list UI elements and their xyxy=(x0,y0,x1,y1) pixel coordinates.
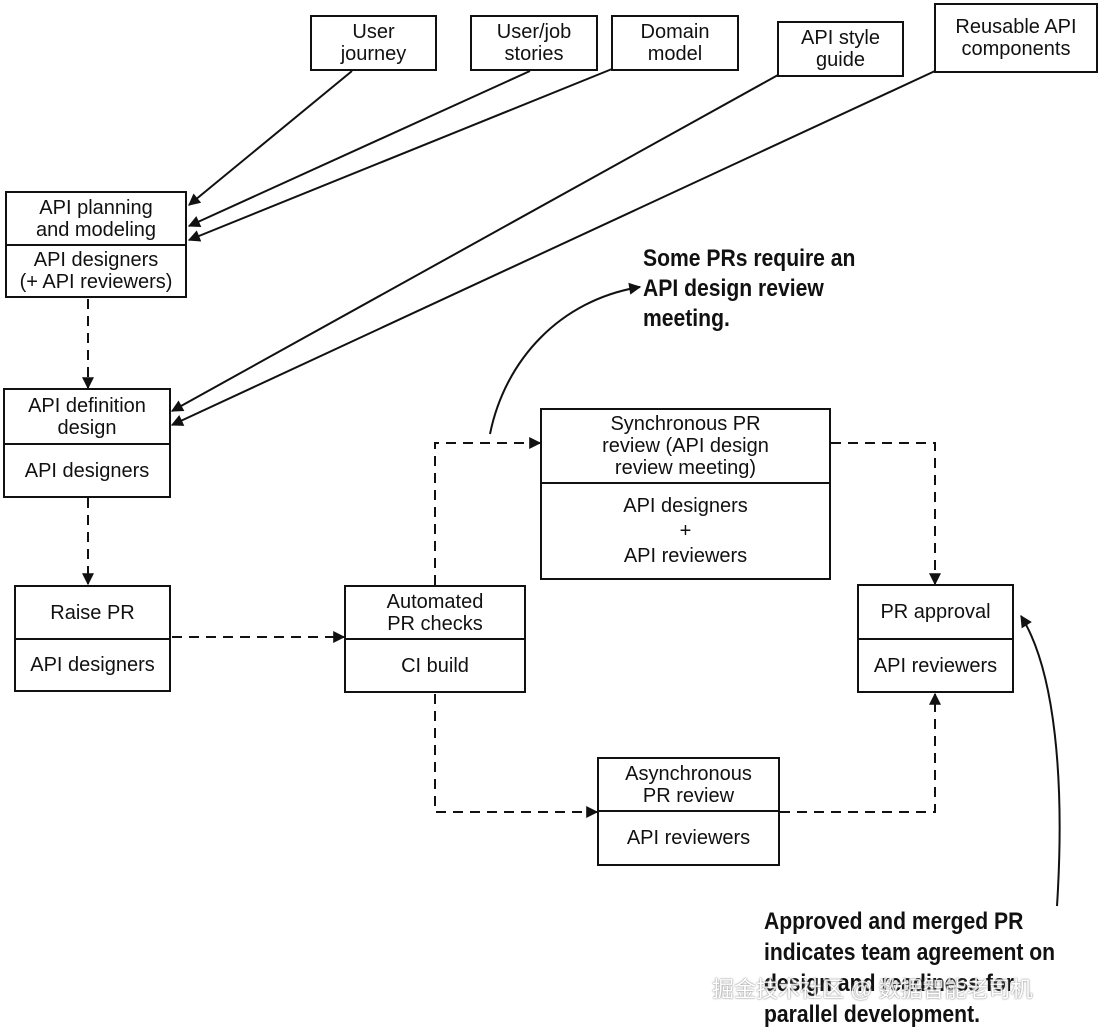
raise-pr-divider xyxy=(16,638,169,640)
watermark-text: 掘金技术社区 @ 数据智能老司机 xyxy=(712,977,1033,1002)
api-planning-divider xyxy=(7,244,185,246)
arrow-async-review-to-approval xyxy=(780,692,941,813)
reusable-api-components-label-line2: components xyxy=(961,38,1071,60)
raise-pr-role: API designers xyxy=(16,640,169,690)
automated-checks-role: CI build xyxy=(346,640,524,691)
async-review-title: Asynchronous PR review xyxy=(599,759,778,810)
callout-sync-note xyxy=(489,282,642,435)
api-definition-title-line1: API definition xyxy=(28,394,146,417)
sync-review-annotation-line3: meeting. xyxy=(643,305,730,332)
api-planning-role-line1: API designers xyxy=(33,249,159,271)
async-review-divider xyxy=(599,810,778,812)
user-job-stories-label-line2: stories xyxy=(504,43,564,65)
user-journey-label-line1: User xyxy=(352,21,395,43)
async-review-stage-box: Asynchronous PR review API reviewers xyxy=(597,757,780,866)
raise-pr-title: Raise PR xyxy=(16,587,169,638)
reusable-api-components-box: Reusable API components xyxy=(934,3,1098,73)
pr-approval-role: API reviewers xyxy=(859,640,1012,691)
pr-approval-divider xyxy=(859,638,1012,640)
async-review-title-line1: Asynchronous xyxy=(625,762,752,785)
sync-review-role: API designers + API reviewers xyxy=(542,484,829,578)
pr-approval-title: PR approval xyxy=(859,586,1012,638)
user-job-stories-label-line1: User/job xyxy=(496,21,572,43)
automated-checks-divider xyxy=(346,638,524,640)
raise-pr-role-line1: API designers xyxy=(30,654,155,676)
arrow-checks-to-sync-review xyxy=(434,437,542,585)
arrow-user-journey-to-planning xyxy=(188,70,353,206)
sync-review-divider xyxy=(542,482,829,484)
sync-review-stage-box: Synchronous PR review (API design review… xyxy=(540,408,831,580)
reusable-api-components-label-line1: Reusable API xyxy=(955,16,1077,38)
api-definition-role: API designers xyxy=(5,445,169,496)
user-journey-label-line2: journey xyxy=(340,43,407,65)
callout-approval-note xyxy=(1020,614,1061,907)
approval-annotation-line4: parallel development. xyxy=(764,1001,980,1028)
sync-review-role-line2: + xyxy=(679,519,692,542)
api-definition-title-line2: design xyxy=(57,416,117,439)
arrow-domain-model-to-planning xyxy=(187,68,613,242)
user-journey-box: User journey xyxy=(310,15,437,71)
approval-annotation-line1: Approved and merged PR xyxy=(764,908,1024,935)
api-style-guide-label-line2: guide xyxy=(816,49,865,71)
sync-review-role-line1: API designers xyxy=(623,494,748,517)
api-definition-divider xyxy=(5,443,169,445)
api-definition-stage-box: API definition design API designers xyxy=(3,388,171,498)
domain-model-label-line1: Domain xyxy=(640,21,710,43)
automated-checks-title-line1: Automated xyxy=(386,590,484,613)
sync-review-annotation-line1: Some PRs require an xyxy=(643,245,856,272)
api-planning-role-line2: (+ API reviewers) xyxy=(19,271,173,293)
sync-review-role-line3: API reviewers xyxy=(623,544,748,567)
sync-review-title-line3: review meeting) xyxy=(614,457,757,479)
api-planning-stage-box: API planning and modeling API designers … xyxy=(5,191,187,298)
sync-review-annotation-line2: API design review xyxy=(643,275,824,302)
pr-approval-role-line1: API reviewers xyxy=(873,654,998,677)
api-planning-title-line2: and modeling xyxy=(35,218,157,241)
arrow-style-guide-to-definition xyxy=(170,74,779,412)
api-definition-role-line1: API designers xyxy=(24,459,150,482)
domain-model-label-line2: model xyxy=(647,43,703,65)
async-review-title-line2: PR review xyxy=(642,784,735,807)
arrow-checks-to-async-review xyxy=(434,694,599,818)
user-job-stories-box: User/job stories xyxy=(470,15,598,71)
sync-review-annotation: Some PRs require an API design review me… xyxy=(643,244,855,334)
api-definition-title: API definition design xyxy=(5,390,169,443)
raise-pr-stage-box: Raise PR API designers xyxy=(14,585,171,692)
async-review-role-line1: API reviewers xyxy=(626,827,751,849)
automated-checks-stage-box: Automated PR checks CI build xyxy=(344,585,526,693)
sync-review-title: Synchronous PR review (API design review… xyxy=(542,410,829,482)
approval-annotation-line3: design and readiness for xyxy=(764,970,1014,997)
domain-model-box: Domain model xyxy=(611,15,739,71)
api-planning-title-line1: API planning xyxy=(39,196,153,219)
arrow-components-to-definition xyxy=(170,70,936,426)
pr-approval-title-line1: PR approval xyxy=(880,601,991,623)
sync-review-title-line2: review (API design xyxy=(602,435,769,457)
api-style-guide-label-line1: API style xyxy=(801,27,880,49)
automated-checks-title-line2: PR checks xyxy=(387,612,483,635)
api-style-guide-box: API style guide xyxy=(777,21,904,77)
sync-review-title-line1: Synchronous PR xyxy=(610,413,761,435)
approval-annotation: Approved and merged PR indicates team ag… xyxy=(764,906,1055,1030)
pr-approval-stage-box: PR approval API reviewers xyxy=(857,584,1014,693)
arrow-user-job-stories-to-planning xyxy=(187,70,531,227)
api-planning-role: API designers (+ API reviewers) xyxy=(7,246,185,296)
raise-pr-title-line1: Raise PR xyxy=(50,601,135,624)
arrow-sync-review-to-approval xyxy=(831,442,941,586)
approval-annotation-line2: indicates team agreement on xyxy=(764,939,1056,966)
async-review-role: API reviewers xyxy=(599,812,778,864)
automated-checks-role-line1: CI build xyxy=(401,654,469,677)
api-planning-title: API planning and modeling xyxy=(7,193,185,244)
automated-checks-title: Automated PR checks xyxy=(346,587,524,638)
